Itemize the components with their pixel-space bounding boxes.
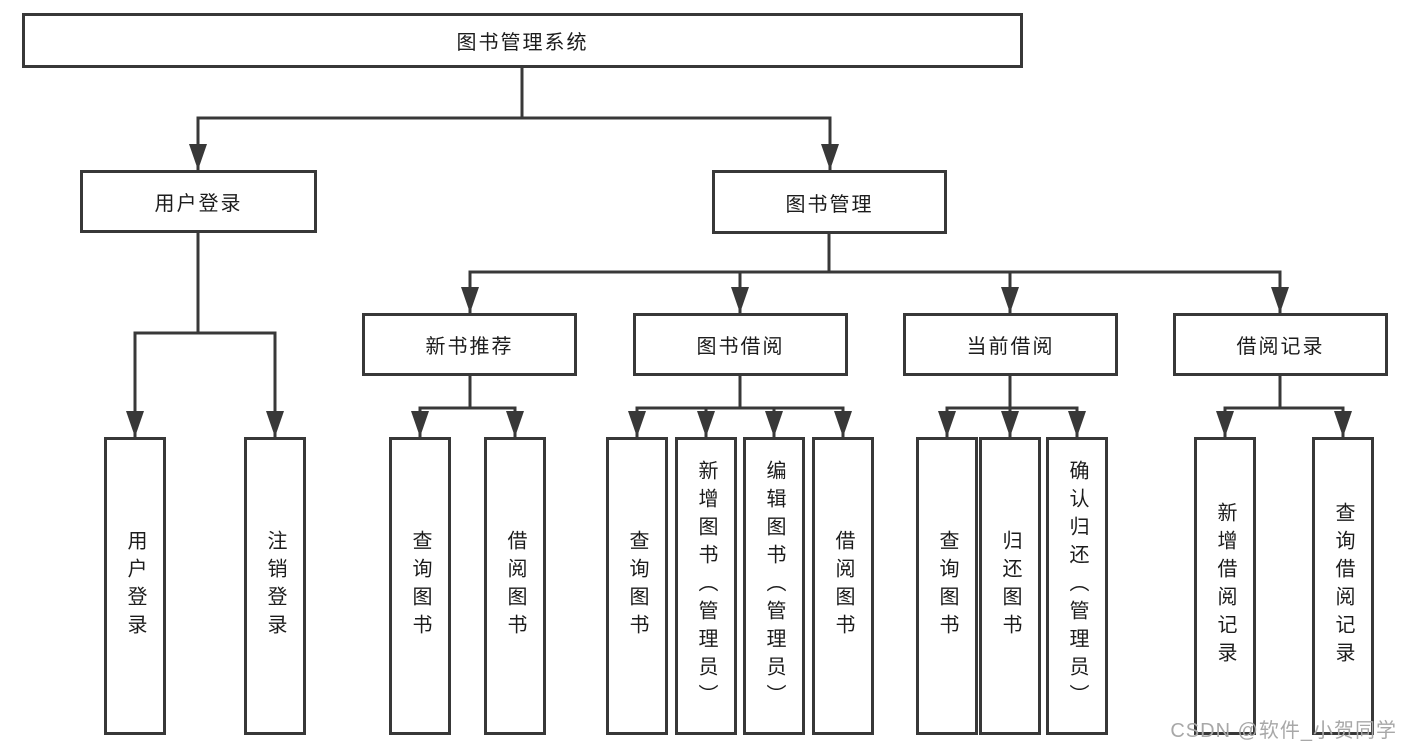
leaf-borrow-query-books: 查询图书	[606, 437, 668, 735]
node-label: 归还图书	[999, 530, 1021, 642]
node-label: 注销登录	[264, 530, 286, 642]
node-label: 借阅图书	[832, 530, 854, 642]
node-label: 新书推荐	[425, 336, 514, 358]
leaf-query-borrow-record: 查询借阅记录	[1312, 437, 1374, 735]
leaf-confirm-return-admin: 确认归还（管理员）	[1046, 437, 1108, 735]
node-current-borrowing: 当前借阅	[903, 313, 1118, 376]
leaf-add-books-admin: 新增图书（管理员）	[675, 437, 737, 735]
node-label: 查询借阅记录	[1332, 502, 1354, 670]
csdn-watermark: CSDN @软件_小贺同学	[1170, 720, 1397, 742]
node-label: 当前借阅	[966, 336, 1055, 358]
node-label: 图书管理	[785, 193, 874, 216]
node-user-login: 用户登录	[80, 170, 317, 233]
node-label: 新增图书（管理员）	[695, 460, 717, 712]
node-label: 借阅记录	[1236, 336, 1325, 358]
leaf-current-query-books: 查询图书	[916, 437, 978, 735]
node-borrowing-records: 借阅记录	[1173, 313, 1388, 376]
node-new-book-recommendation: 新书推荐	[362, 313, 577, 376]
leaf-borrow-books: 借阅图书	[812, 437, 874, 735]
node-book-management: 图书管理	[712, 170, 947, 234]
leaf-recommend-query-books: 查询图书	[389, 437, 451, 735]
leaf-user-login: 用户登录	[104, 437, 166, 735]
node-label: 新增借阅记录	[1214, 502, 1236, 670]
node-library-management-system: 图书管理系统	[22, 13, 1023, 68]
leaf-add-borrow-record: 新增借阅记录	[1194, 437, 1256, 735]
node-label: 用户登录	[154, 193, 243, 215]
leaf-edit-books-admin: 编辑图书（管理员）	[743, 437, 805, 735]
node-label: 图书管理系统	[456, 32, 589, 54]
leaf-return-books: 归还图书	[979, 437, 1041, 735]
leaf-recommend-borrow-books: 借阅图书	[484, 437, 546, 735]
node-label: 借阅图书	[504, 530, 526, 642]
node-label: 查询图书	[626, 530, 648, 642]
node-label: 查询图书	[936, 530, 958, 642]
node-book-borrowing: 图书借阅	[633, 313, 848, 376]
node-label: 编辑图书（管理员）	[763, 460, 785, 712]
node-label: 查询图书	[409, 530, 431, 642]
leaf-logout: 注销登录	[244, 437, 306, 735]
node-label: 图书借阅	[696, 336, 785, 358]
node-label: 确认归还（管理员）	[1066, 460, 1088, 712]
node-label: 用户登录	[124, 530, 146, 642]
